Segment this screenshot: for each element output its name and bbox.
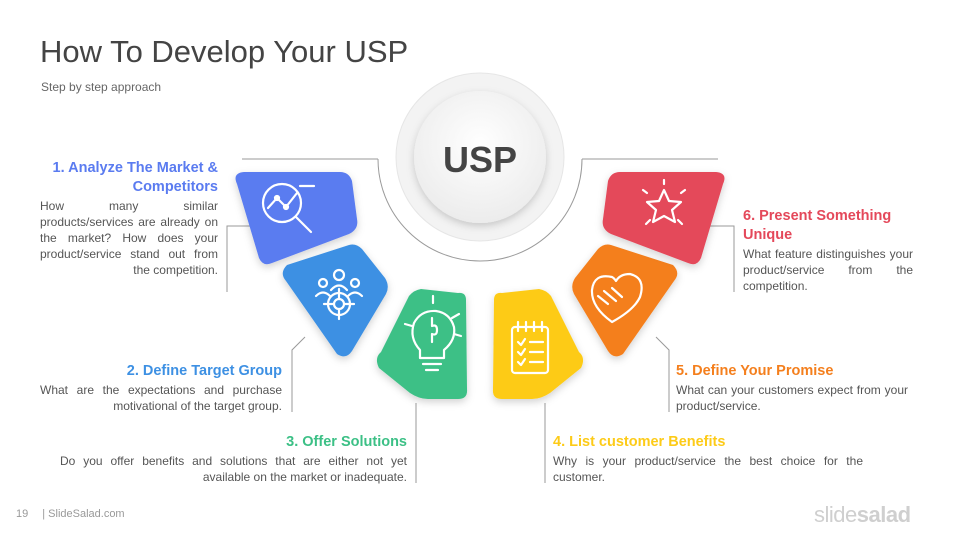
step4-title: 4. List customer Benefits [553, 434, 726, 450]
footer-text: | SlideSalad.com [42, 508, 125, 520]
petal-step4 [492, 289, 584, 399]
step6-title: 6. Present Something Unique [743, 208, 892, 243]
footer: 19 | SlideSalad.com [16, 508, 125, 520]
step3-text: Do you offer benefits and solutions that… [60, 454, 407, 484]
step2-text: What are the expectations and purchase m… [40, 383, 282, 413]
step2-block: 2. Define Target Group What are the expe… [40, 362, 282, 414]
lightbulb-puzzle-icon [403, 294, 463, 372]
petal-step5 [572, 244, 678, 357]
petal-step3 [376, 289, 468, 399]
step6-block: 6. Present Something Unique What feature… [743, 207, 913, 294]
step4-block: 4. List customer Benefits Why is your pr… [553, 433, 863, 485]
brand-part1: slide [814, 502, 857, 527]
usp-label: USP [443, 139, 517, 180]
connector-lines [226, 158, 735, 483]
step5-text: What can your customers expect from your… [676, 383, 908, 413]
connector-step6 [702, 225, 735, 292]
petal-step6 [602, 172, 725, 265]
star-icon [641, 178, 687, 226]
usp-arc [377, 158, 583, 262]
usp-circle: USP [395, 72, 565, 242]
step5-title: 5. Define Your Promise [676, 363, 834, 379]
checklist-icon [510, 320, 550, 375]
step2-title: 2. Define Target Group [126, 363, 282, 379]
step1-block: 1. Analyze The Market & Competitors How … [40, 159, 218, 278]
step6-text: What feature distinguishes your product/… [743, 247, 913, 293]
step3-title: 3. Offer Solutions [286, 434, 407, 450]
step1-text: How many similar products/services are a… [40, 199, 218, 277]
page-number: 19 [16, 508, 29, 520]
magnifier-chart-icon [261, 182, 316, 234]
brand-logo: slidesalad [814, 502, 911, 528]
step1-title: 1. Analyze The Market & Competitors [52, 160, 218, 195]
step5-block: 5. Define Your Promise What can your cus… [676, 362, 908, 414]
step3-block: 3. Offer Solutions Do you offer benefits… [60, 433, 407, 485]
connector-step5 [655, 336, 670, 412]
target-group-icon [314, 268, 364, 321]
brand-part2: salad [856, 502, 911, 527]
slide-subtitle: Step by step approach [41, 80, 162, 94]
handshake-heart-icon [590, 272, 643, 324]
step4-text: Why is your product/service the best cho… [553, 454, 863, 484]
connector-step2 [291, 336, 306, 412]
slide-title: How To Develop Your USP [40, 34, 409, 69]
